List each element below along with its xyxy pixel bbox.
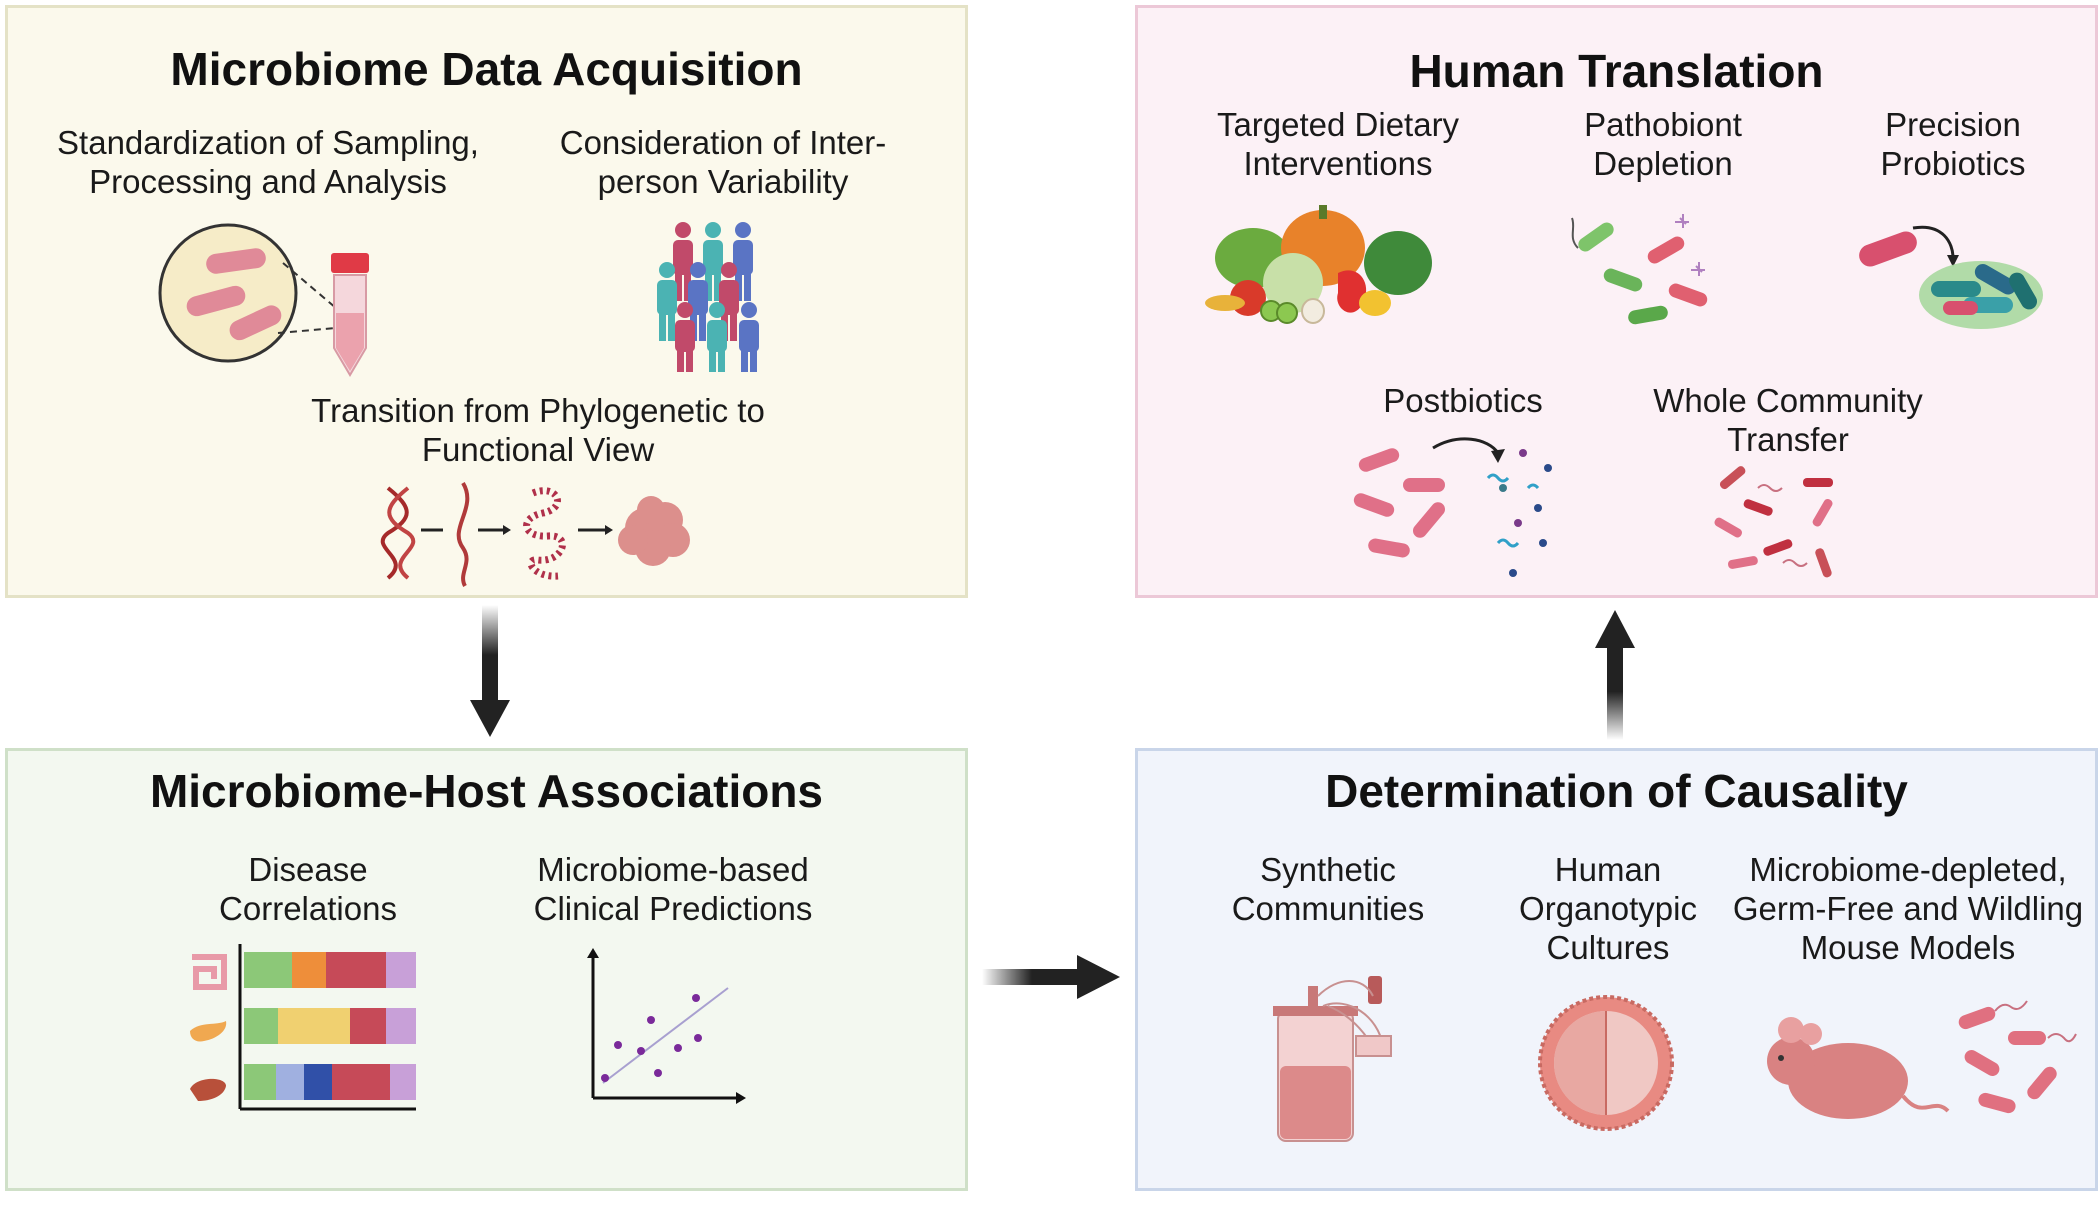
arrow-right xyxy=(982,955,1120,999)
postbiotics-icon xyxy=(1353,437,1552,577)
item-label-interperson: Consideration of Inter- person Variabili… xyxy=(559,124,887,200)
item-label-predictions: Microbiome-based Clinical Predictions xyxy=(533,851,813,927)
scatter-plot-icon xyxy=(587,948,746,1104)
organoid-icon xyxy=(1538,995,1674,1131)
organ-icons xyxy=(190,954,227,1101)
arrow-down xyxy=(470,605,510,737)
arrow-up xyxy=(1595,610,1635,740)
panel-host-associations: Microbiome-Host Associations Disease Cor… xyxy=(5,748,968,1191)
item-label-pathobiont: Pathobiont Depletion xyxy=(1584,106,1742,182)
dna-icon xyxy=(380,481,690,587)
item-label-standardization: Standardization of Sampling, Processing … xyxy=(57,124,479,200)
bioreactor-icon xyxy=(1273,976,1392,1142)
panel-data-acquisition: Microbiome Data Acquisition Standardizat… xyxy=(5,5,968,598)
panel-title: Microbiome Data Acquisition xyxy=(170,43,803,95)
item-label-mouse-models: Microbiome-depleted, Germ-Free and Wildl… xyxy=(1732,851,2084,966)
item-label-community: Whole Community Transfer xyxy=(1653,382,1923,458)
item-label-organotypic: Human Organotypic Cultures xyxy=(1519,851,1697,966)
vegetables-icon xyxy=(1205,205,1432,324)
panel-title: Microbiome-Host Associations xyxy=(149,765,824,817)
community-transfer-icon xyxy=(1714,466,1833,578)
mouse-icon xyxy=(1767,1000,2077,1119)
item-label-dietary: Targeted Dietary Interventions xyxy=(1216,106,1460,182)
item-label-disease: Disease Correlations xyxy=(219,851,397,927)
item-label-probiotics: Precision Probiotics xyxy=(1880,106,2026,182)
item-label-synthetic: Synthetic Communities xyxy=(1231,851,1425,927)
people-crowd-icon xyxy=(657,222,759,372)
protein-icon xyxy=(618,496,690,566)
probiotics-icon xyxy=(1859,225,2043,329)
panel-title: Human Translation xyxy=(1409,45,1824,97)
panel-title: Determination of Causality xyxy=(1325,765,1908,817)
sample-tube-icon xyxy=(331,253,369,377)
microscope-bacteria-icon xyxy=(158,223,337,363)
disease-bar-chart-icon xyxy=(238,944,416,1111)
item-label-postbiotics: Postbiotics xyxy=(1383,382,1543,419)
item-label-phylogenetic: Transition from Phylogenetic to Function… xyxy=(311,392,765,468)
panel-human-translation: Human Translation Targeted Dietary Inter… xyxy=(1135,5,2098,598)
panel-causality: Determination of Causality Synthetic Com… xyxy=(1135,748,2098,1191)
pathobiont-icon xyxy=(1571,214,1708,325)
